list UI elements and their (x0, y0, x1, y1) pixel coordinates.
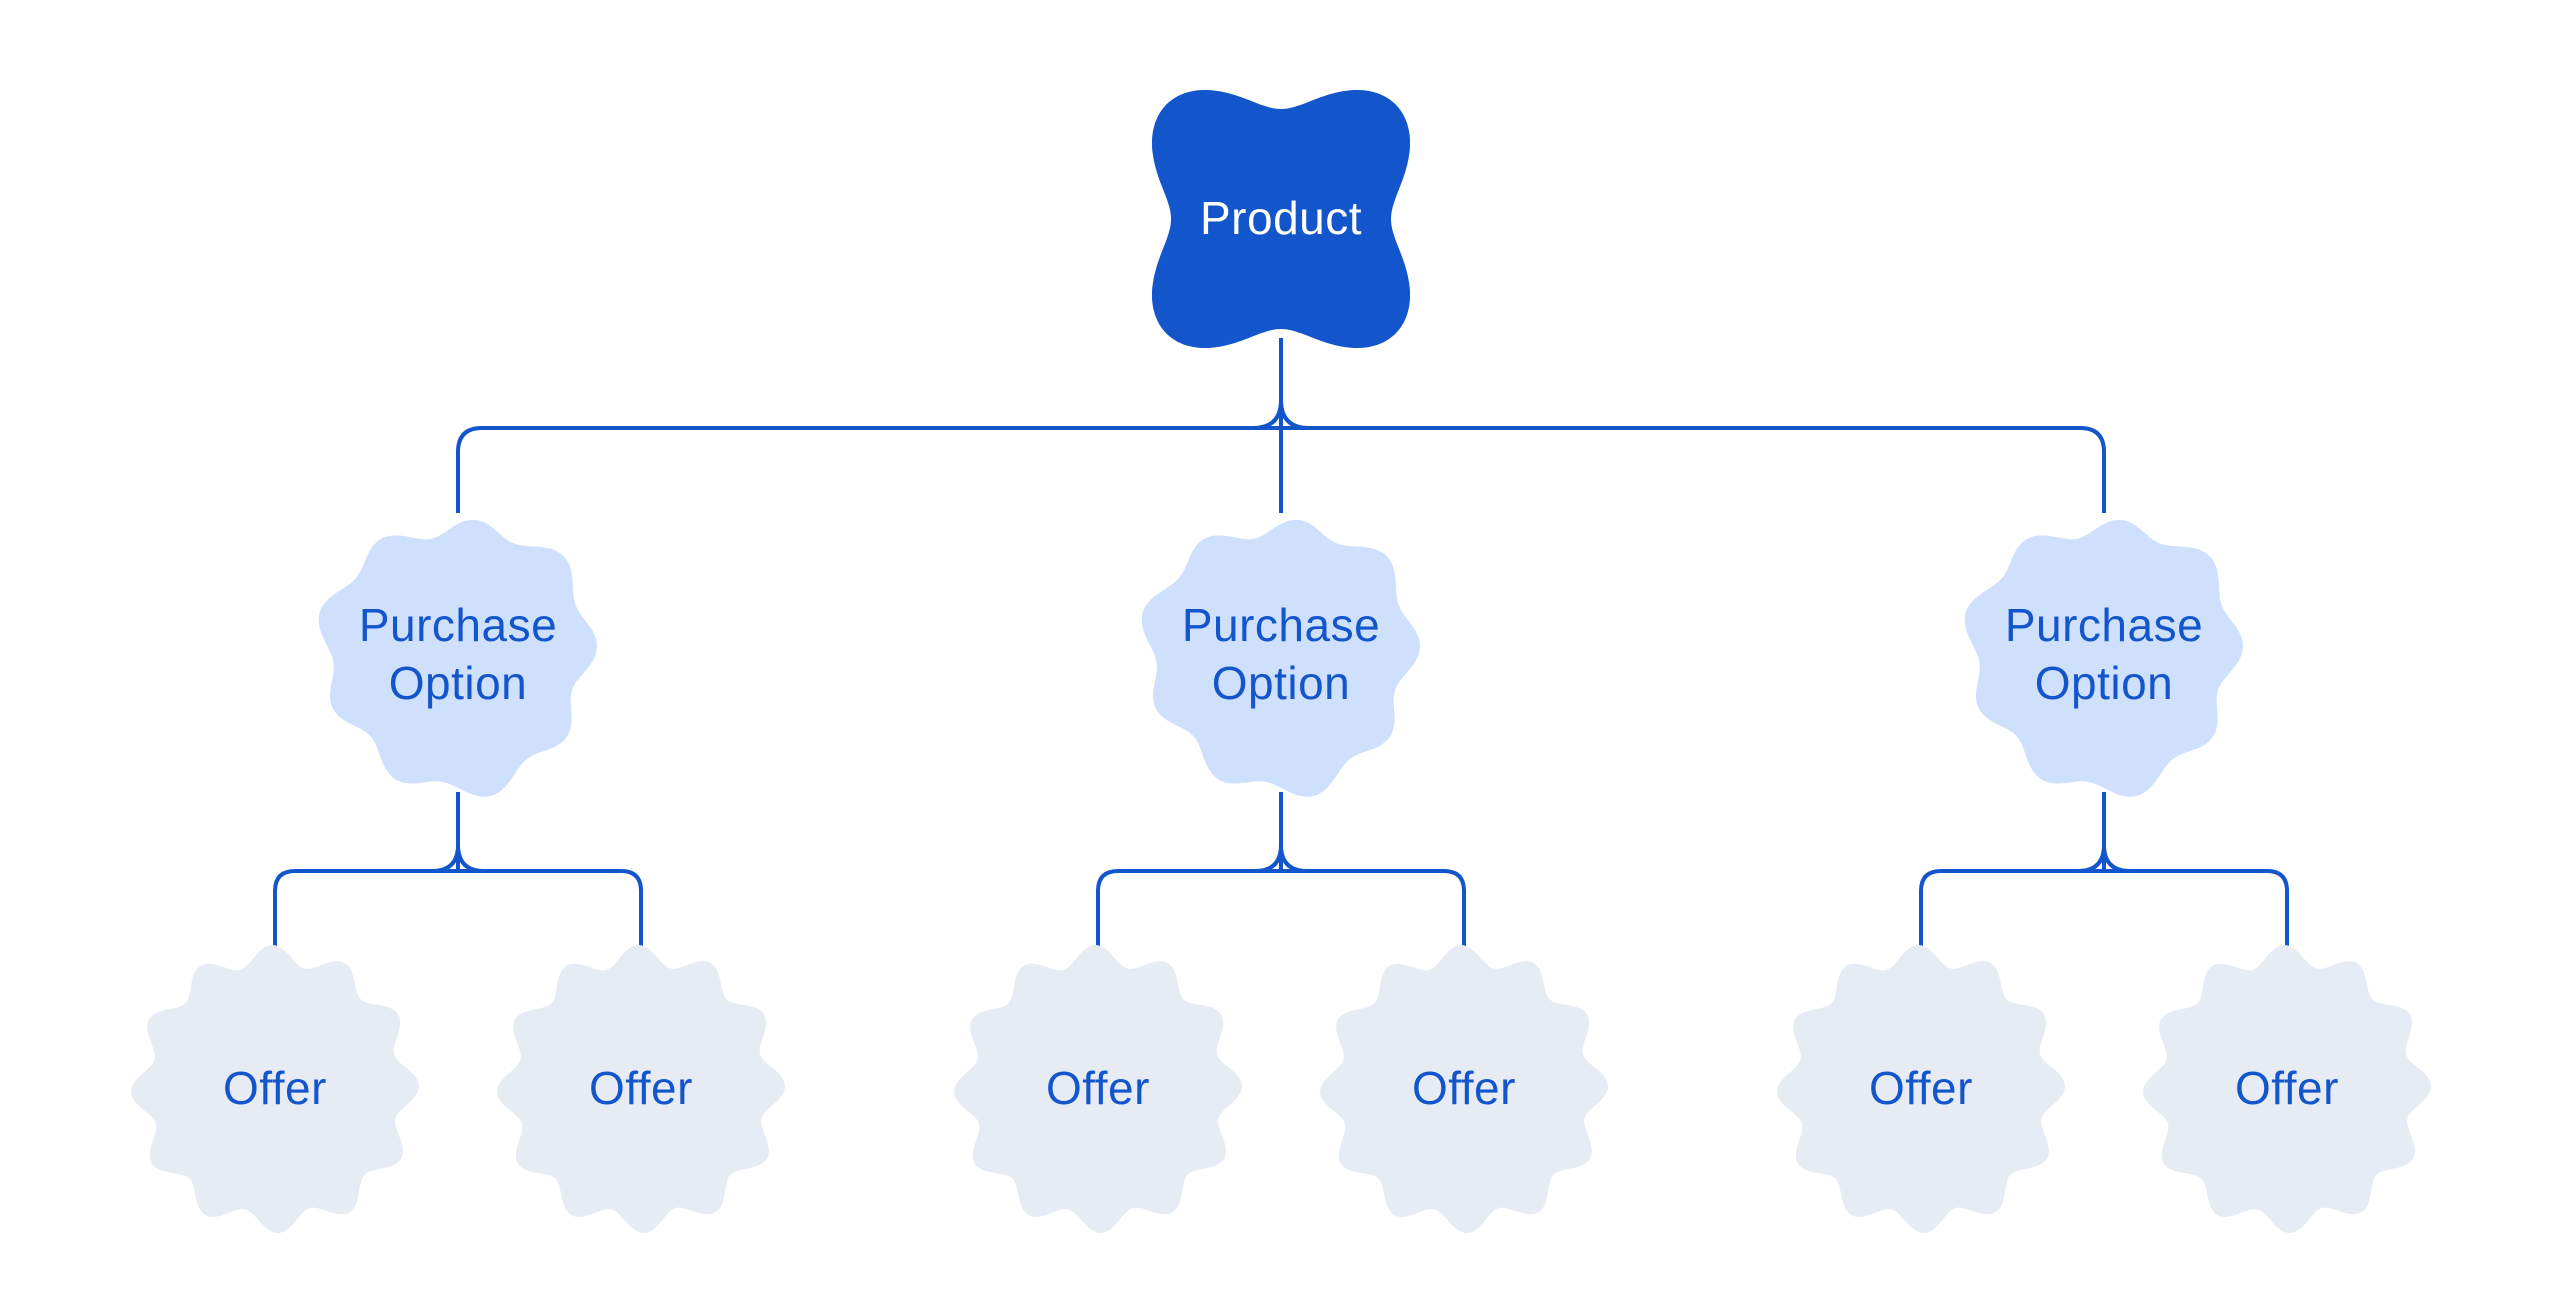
connector-path (2102, 844, 2131, 873)
offer-blob-shape (1320, 945, 1608, 1233)
offer-label: Offer (2235, 1062, 2339, 1115)
purchase-option-blob-shape (1964, 519, 2243, 797)
node-offer: Offer (1761, 929, 2081, 1249)
purchase-option-blob-shape (318, 519, 597, 797)
purchase-option-label: Purchase Option (2004, 599, 2204, 709)
node-purchase-option: Purchase Option (298, 495, 618, 815)
connector-path (1254, 844, 1283, 873)
offer-blob-shape (1777, 945, 2065, 1233)
connector-path (456, 844, 485, 873)
node-purchase-option: Purchase Option (1121, 495, 1441, 815)
connector-path (456, 426, 2106, 513)
connector-path (1252, 399, 1283, 430)
product-label: Product (1199, 192, 1363, 245)
offer-blob-shape (2143, 945, 2431, 1233)
connector-path (1279, 399, 1310, 430)
offer-label: Offer (1046, 1062, 1150, 1115)
purchase-option-label: Purchase Option (1181, 599, 1381, 709)
offer-blob-shape (954, 945, 1242, 1233)
offer-label: Offer (1869, 1062, 1973, 1115)
connector-path (273, 869, 643, 946)
node-offer: Offer (938, 929, 1258, 1249)
node-offer: Offer (1304, 929, 1624, 1249)
connector-path (1096, 869, 1466, 946)
offer-blob-shape (497, 945, 785, 1233)
offer-blob-shape (131, 945, 419, 1233)
node-product: Product (1121, 59, 1441, 379)
purchase-option-blob-shape (1141, 519, 1420, 797)
node-offer: Offer (2127, 929, 2447, 1249)
offer-label: Offer (223, 1062, 327, 1115)
offer-label: Offer (589, 1062, 693, 1115)
connector-path (1279, 844, 1308, 873)
product-blob-shape (1152, 90, 1410, 348)
node-offer: Offer (481, 929, 801, 1249)
connector-path (431, 844, 460, 873)
node-purchase-option: Purchase Option (1944, 495, 2264, 815)
connector-path (2077, 844, 2106, 873)
connector-path (1919, 869, 2289, 946)
offer-label: Offer (1412, 1062, 1516, 1115)
node-offer: Offer (115, 929, 435, 1249)
purchase-option-label: Purchase Option (358, 599, 558, 709)
